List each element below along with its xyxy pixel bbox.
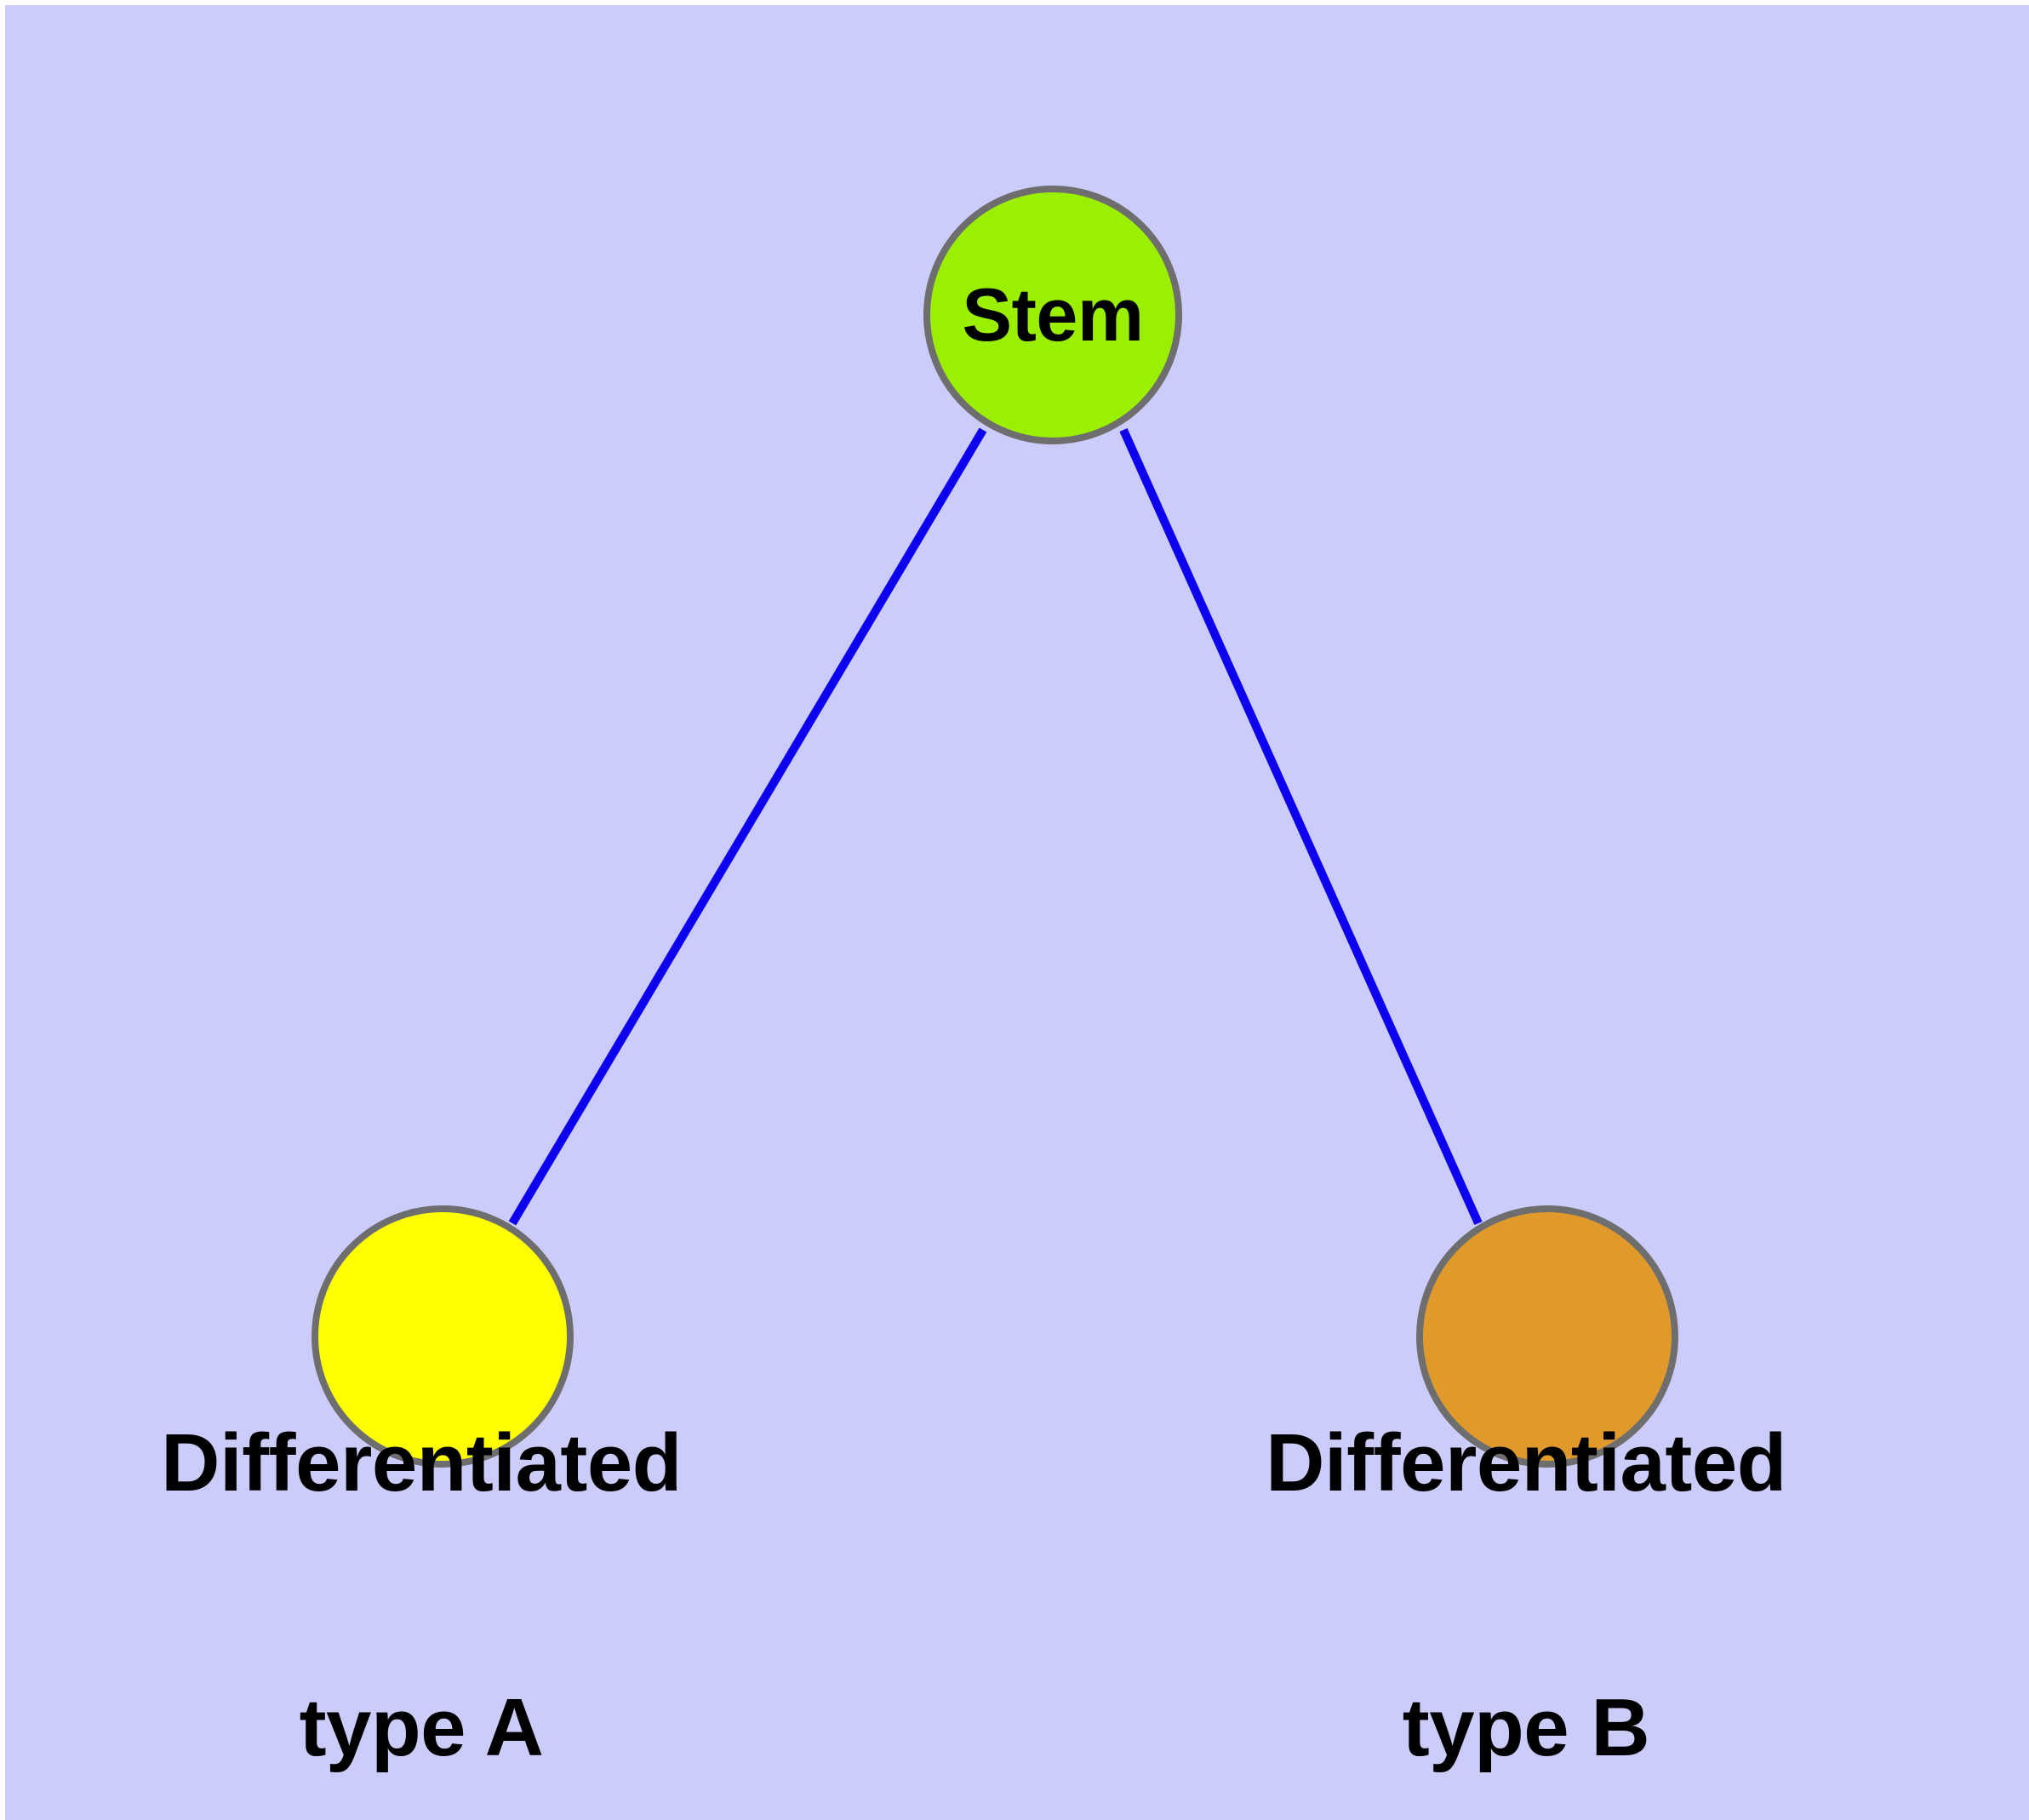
edge-stem-to-differentiated-type-b[interactable] (1119, 427, 1483, 1226)
node-differentiated-type-a[interactable] (311, 1205, 574, 1468)
node-stem[interactable] (923, 186, 1182, 444)
edge-layer (508, 427, 1483, 1226)
node-layer (311, 186, 1678, 1468)
node-differentiated-type-b[interactable] (1416, 1205, 1678, 1468)
edge-stem-to-differentiated-type-a[interactable] (508, 427, 987, 1226)
